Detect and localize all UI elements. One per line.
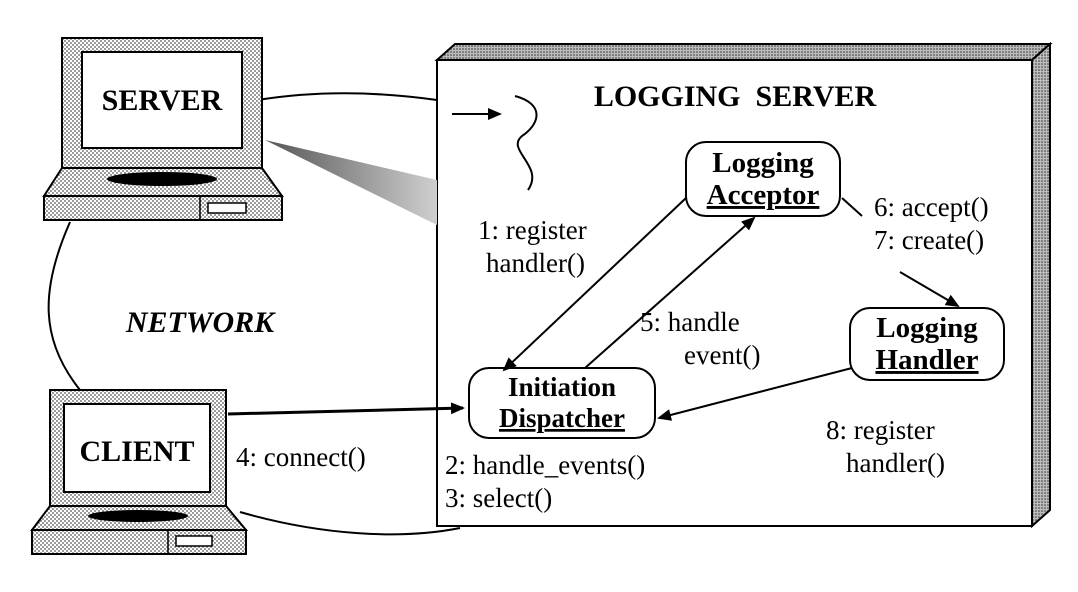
network-links <box>47 92 461 536</box>
step8-line2: handler() <box>846 448 945 478</box>
dispatcher-line2: Dispatcher <box>499 403 625 433</box>
client-computer[interactable]: CLIENT <box>30 389 249 555</box>
initiation-dispatcher-node[interactable]: Initiation Dispatcher <box>468 367 656 439</box>
step5-line1: 5: handle <box>640 307 740 337</box>
step7: 7: create() <box>874 225 984 255</box>
acceptor-line1: Logging <box>712 147 814 179</box>
step2: 2: handle_events() <box>445 450 645 480</box>
network-label: NETWORK <box>125 306 276 339</box>
arrow-handler-to-dispatcher <box>657 367 853 421</box>
logging-server-box <box>434 41 1053 529</box>
arrow-acceptor-to-handler <box>841 197 863 217</box>
arrow-dispatcher-to-acceptor <box>584 216 756 369</box>
server-projection-beam <box>265 140 437 225</box>
arrow-acceptor-to-dispatcher <box>502 197 687 372</box>
logging-acceptor-node[interactable]: Logging Acceptor <box>685 141 841 217</box>
arrow-client-to-dispatcher <box>227 402 465 416</box>
step1-line1: 1: register <box>478 215 587 245</box>
step4: 4: connect() <box>236 442 366 472</box>
step1-line2: handler() <box>486 248 585 278</box>
logging-server-title: LOGGING SERVER <box>594 80 877 113</box>
arrow-create-to-handler <box>899 271 960 308</box>
logging-handler-node[interactable]: Logging Handler <box>849 307 1005 381</box>
client-label: CLIENT <box>79 435 194 468</box>
handler-line2: Handler <box>875 344 978 376</box>
server-label: SERVER <box>102 84 223 117</box>
server-computer[interactable]: SERVER <box>42 37 284 221</box>
step3: 3: select() <box>445 483 552 513</box>
dispatcher-line1: Initiation <box>508 372 616 402</box>
flow-arrows <box>227 197 960 421</box>
acceptor-line2: Acceptor <box>707 179 820 211</box>
step6: 6: accept() <box>874 192 989 222</box>
handler-line1: Logging <box>876 312 978 344</box>
step5-line2: event() <box>684 340 760 370</box>
thread-icon <box>452 95 538 191</box>
step-labels: 1: register handler() 5: handle event() … <box>236 192 989 513</box>
step8-line1: 8: register <box>826 415 935 445</box>
